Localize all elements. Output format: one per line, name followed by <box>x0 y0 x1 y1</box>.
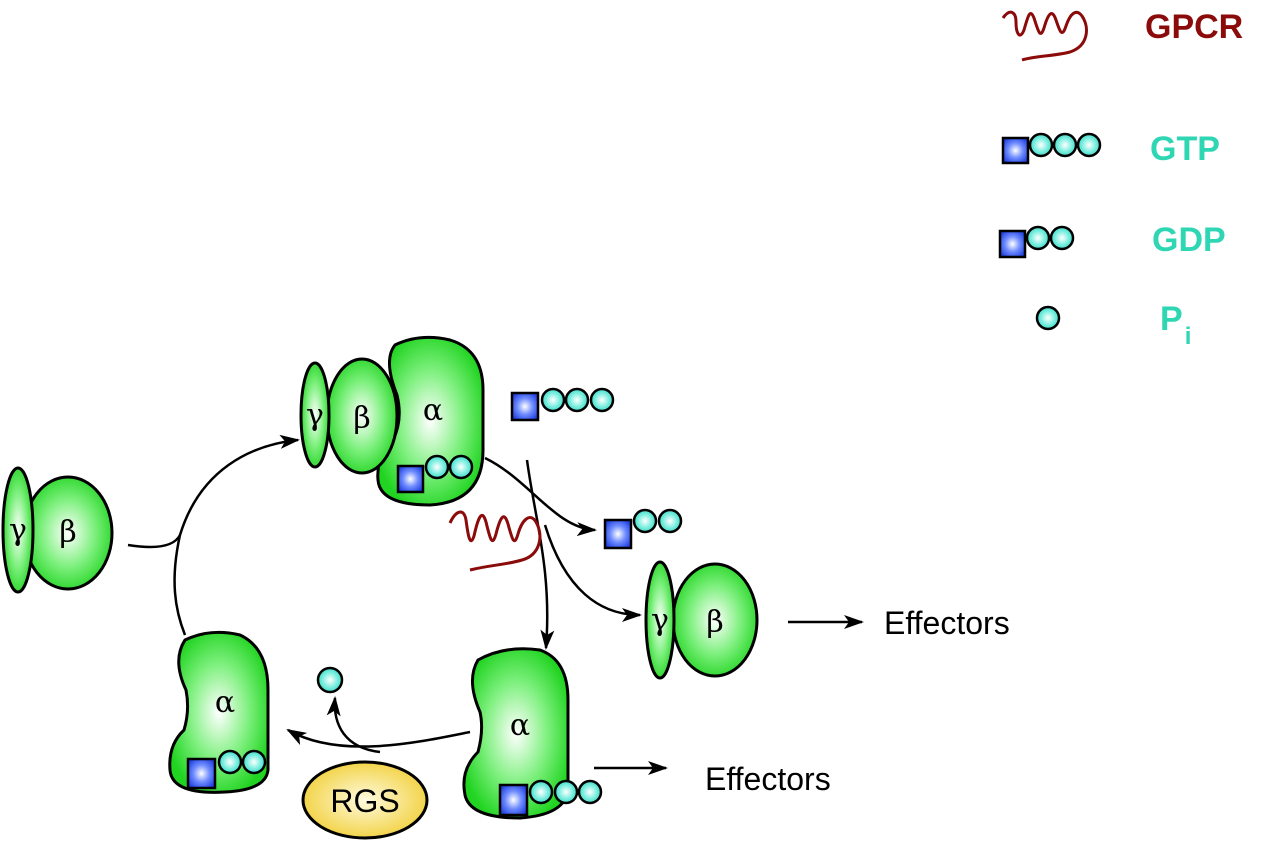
legend-gtp-label: GTP <box>1150 130 1220 168</box>
pi-released-icon <box>316 666 344 694</box>
legend: GPCR GTP GDP Pi <box>998 8 1243 350</box>
legend-gpcr-label: GPCR <box>1145 8 1243 46</box>
effectors-beta-gamma-label: Effectors <box>884 605 1010 641</box>
svg-text:γ: γ <box>306 398 324 433</box>
svg-text:γ: γ <box>651 603 669 638</box>
alpha-gdp: α <box>168 630 270 794</box>
gtp-legend-icon <box>1001 132 1102 165</box>
beta-gamma-left: γ β <box>1 466 114 594</box>
alpha-gtp: α <box>462 647 603 820</box>
svg-text:γ: γ <box>9 513 27 548</box>
gdp-released <box>603 508 683 550</box>
svg-text:α: α <box>510 708 530 743</box>
svg-text:RGS: RGS <box>330 783 399 819</box>
gpcr-squiggle-icon <box>448 510 542 572</box>
svg-text:β: β <box>59 515 76 550</box>
pi-legend-icon <box>1035 305 1061 331</box>
gdp-legend-icon <box>998 225 1075 259</box>
legend-pi-label: Pi <box>1160 300 1191 350</box>
effectors-alpha-label: Effectors <box>705 761 831 797</box>
svg-text:α: α <box>423 393 443 428</box>
heterotrimer-gdp: γ β α <box>299 335 485 507</box>
legend-gdp-label: GDP <box>1152 221 1226 259</box>
gtp-free <box>510 387 615 422</box>
beta-gamma-right: γ β <box>644 560 759 680</box>
svg-text:β: β <box>706 605 723 640</box>
rgs-protein: RGS <box>301 760 429 840</box>
cycle-arrows <box>127 434 864 775</box>
svg-text:α: α <box>215 685 235 720</box>
gpcr-squiggle-icon <box>1001 10 1088 62</box>
svg-text:β: β <box>353 401 370 436</box>
